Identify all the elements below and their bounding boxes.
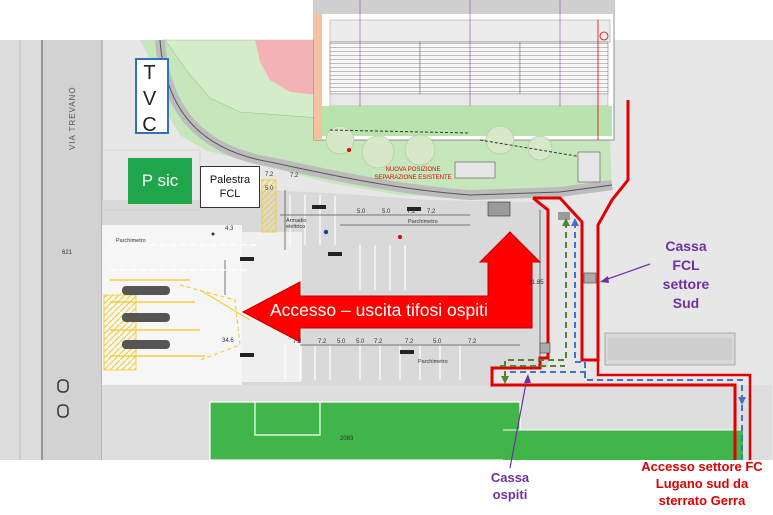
armadio-line2: elettrico (286, 224, 306, 230)
dim-label: 5.0 (357, 209, 366, 215)
dim-label: 7.2 (468, 339, 477, 345)
cassa-ospiti-line1: Cassa (490, 470, 530, 485)
accesso-line2: Lugano sud da (655, 476, 749, 491)
dim-label: 2083 (340, 436, 354, 442)
nuova-posizione-note: NUOVA POSIZIONE SEPARAZIONE ESISTENTE (368, 166, 458, 182)
dim-label: 5.0 (337, 339, 346, 345)
armadio-label: Armadio elettrico (286, 218, 306, 230)
dim-label: 7.2 (405, 339, 414, 345)
armadio-line1: Armadio (286, 218, 307, 224)
dim-label: 7.2 (293, 339, 302, 345)
dim-label: 5.0 (356, 339, 365, 345)
dim-label: 34.6 (222, 338, 234, 344)
dim-label: 7.2 (427, 209, 436, 215)
accesso-line1: Accesso settore FC (641, 459, 763, 474)
dim-label: 5.0 (265, 186, 274, 192)
parchimetro-label-mid: Parchimetro (408, 219, 438, 225)
nuova-line1: NUOVA POSIZIONE (385, 167, 441, 173)
cassa-fcl-line2: FCL (672, 257, 700, 273)
palestra-fcl-box: Palestra FCL (200, 166, 260, 208)
accesso-line3: sterrato Gerra (658, 493, 746, 508)
tvc-box: T V C (135, 58, 169, 136)
dim-label: 5.0 (382, 209, 391, 215)
dim-label: 621 (62, 250, 73, 256)
dim-label: 11.85 (529, 280, 544, 286)
dim-label: 7.2 (374, 339, 383, 345)
dim-label: 7.2 (318, 339, 327, 345)
dim-label: 7.2 (265, 172, 274, 178)
arrow-access-label: Accesso – uscita tifosi ospiti (270, 300, 488, 320)
cassa-fcl-label: Cassa FCL settore Sud (650, 237, 722, 313)
dim-label: 4.3 (225, 226, 234, 232)
palestra-label: Palestra (209, 174, 251, 186)
via-trevano-label: VIA TREVANO (68, 86, 77, 150)
parchimetro-label-bottom: Parchimetro (418, 359, 448, 365)
accesso-settore-label: Accesso settore FC Lugano sud da sterrat… (632, 458, 772, 509)
dim-label: 7.2 (407, 209, 416, 215)
dim-label: 7.2 (290, 173, 299, 179)
parchimetro-label-left: Parchimetro (116, 238, 146, 244)
cassa-fcl-line1: Cassa (665, 238, 707, 254)
nuova-line2: SEPARAZIONE ESISTENTE (374, 175, 452, 181)
p-sic-box: P sic (128, 158, 192, 204)
cassa-fcl-line3: settore (662, 276, 710, 292)
cassa-ospiti-label: Cassa ospiti (483, 469, 537, 503)
cassa-ospiti-line2: ospiti (492, 487, 528, 502)
dim-label: 5.0 (433, 339, 442, 345)
cassa-fcl-line4: Sud (672, 295, 700, 311)
palestra-fcl-label: FCL (219, 188, 241, 200)
